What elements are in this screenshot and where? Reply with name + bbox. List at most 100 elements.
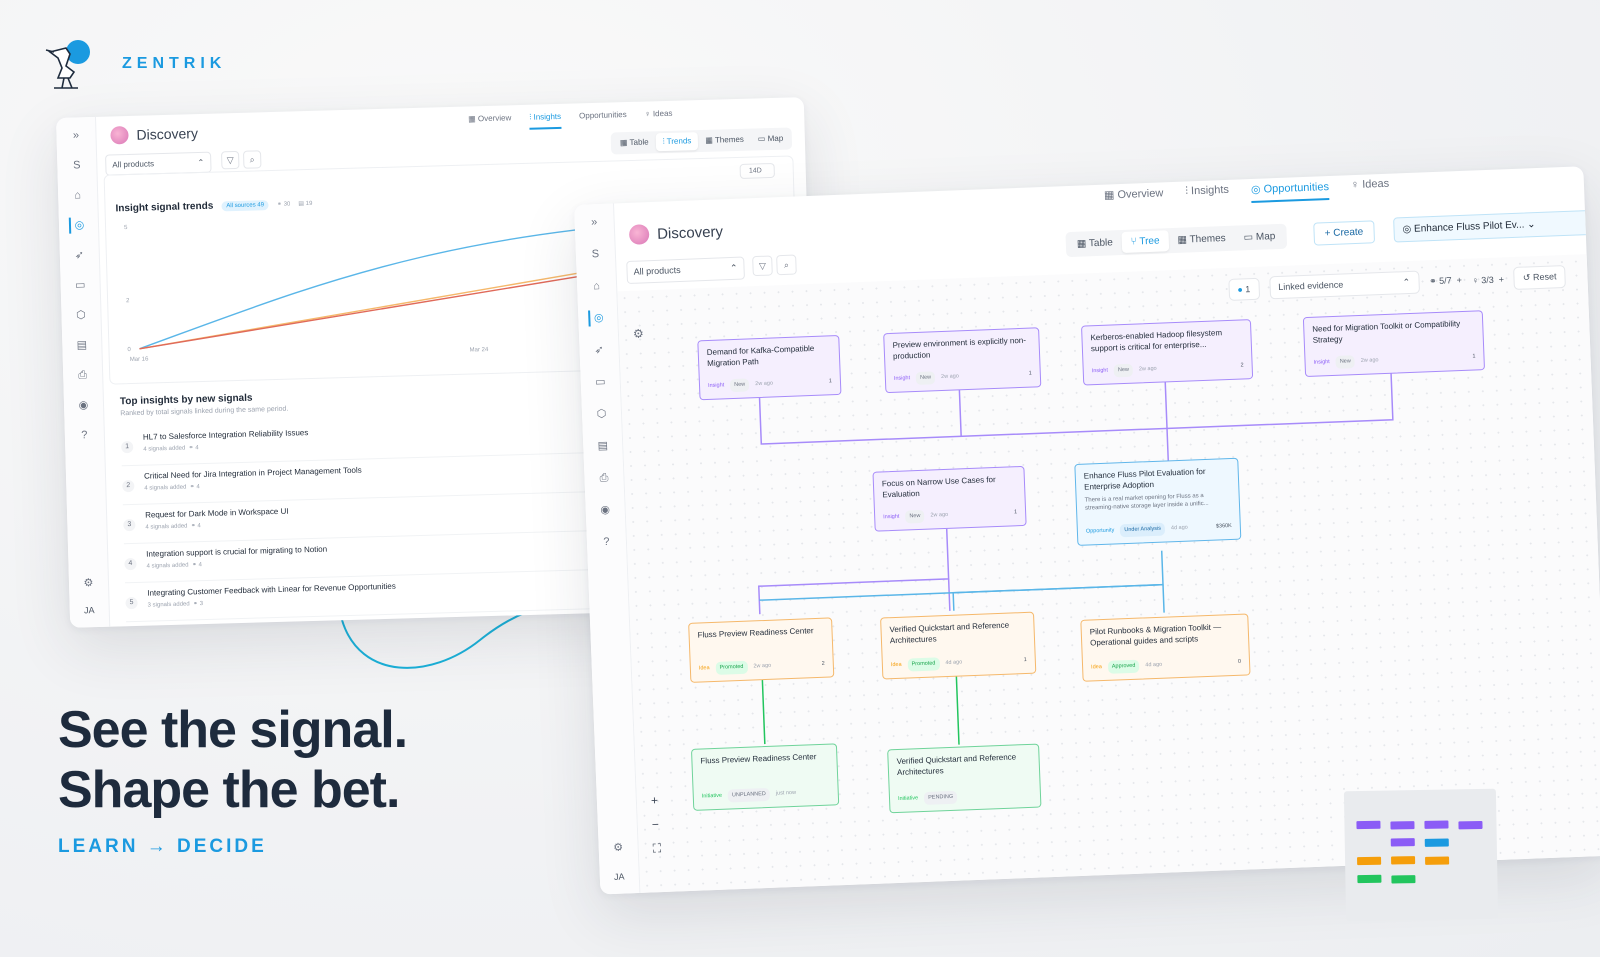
heron-logo-icon (44, 38, 96, 90)
settings-icon[interactable]: ⚙ (83, 577, 94, 590)
tree-canvas[interactable]: ● 1 Linked evidence⌃ ⚭ 5/7 + ♀ 3/3 + ↺ R… (617, 254, 1600, 893)
expand-rail-icon[interactable]: » (590, 216, 598, 229)
view-tree[interactable]: ⑂ Tree (1121, 230, 1169, 253)
map-icon[interactable]: ▭ (74, 279, 86, 292)
home-icon[interactable]: ⌂ (74, 189, 82, 202)
view-map[interactable]: ▭ Map (757, 133, 784, 144)
filter-icon: ▽ (226, 154, 234, 165)
tab-ideas[interactable]: ♀ Ideas (1350, 177, 1390, 192)
workspace-icon[interactable]: S (591, 248, 600, 261)
help-icon[interactable]: ? (603, 535, 610, 549)
idea-node[interactable]: Verified Quickstart and Reference Archit… (880, 611, 1037, 680)
chevron-icon: ⌃ (197, 157, 205, 168)
zoom-out-icon[interactable]: − (651, 817, 660, 832)
discovery-icon[interactable]: ◎ (68, 217, 89, 234)
home-icon[interactable]: ⌂ (593, 280, 601, 293)
view-table[interactable]: ▦ Table (1076, 237, 1114, 250)
y-tick-label: 2 (126, 298, 130, 304)
product-select[interactable]: All products⌃ (626, 256, 745, 285)
tagline: See the signal. Shape the bet. LEARN → D… (58, 700, 408, 858)
fit-view-icon[interactable]: ⛶ (652, 841, 662, 856)
search-icon: ⌕ (249, 153, 255, 165)
tab-opportunities[interactable]: ◎ Opportunities (1250, 180, 1330, 203)
view-map[interactable]: ▭ Map (1243, 231, 1276, 244)
view-switcher: ▦ Table ⫶ Trends ▦ Themes ▭ Map (610, 127, 793, 155)
page-title-text: Discovery (656, 222, 724, 243)
view-themes[interactable]: ▦ Themes (1177, 233, 1226, 246)
insight-node[interactable]: Preview environment is explicitly non-pr… (883, 327, 1042, 394)
insight-node[interactable]: Need for Migration Toolkit or Compatibil… (1302, 310, 1486, 378)
initiative-node[interactable]: Verified Quickstart and Reference Archit… (887, 743, 1042, 814)
view-themes[interactable]: ▦ Themes (705, 134, 744, 145)
insight-meta: 4 signals added ⚭ 4 (145, 523, 201, 531)
bet-select[interactable]: ◎ Enhance Fluss Pilot Ev... ⌄ (1393, 208, 1600, 243)
brand: ZENTRIK (44, 38, 226, 90)
nav-tabs: ▦ Overview ⫶ Insights ◎ Opportunities ♀ … (1104, 178, 1390, 209)
tab-insights[interactable]: ⫶ Insights (529, 111, 562, 130)
cube-icon[interactable]: ⬡ (76, 309, 86, 322)
insight-node[interactable]: Focus on Narrow Use Cases for Evaluation… (872, 465, 1027, 532)
insight-meta: 4 signals added ⚭ 4 (143, 445, 199, 453)
tagline-line-1: See the signal. (58, 701, 408, 759)
minimap[interactable] (1343, 788, 1499, 922)
help-icon[interactable]: ? (81, 429, 88, 442)
tab-insights[interactable]: ⫶ Insights (1184, 183, 1230, 198)
rank-badge: 3 (123, 518, 136, 532)
tab-overview[interactable]: ▦ Overview (1103, 187, 1164, 202)
search-button[interactable]: ⌕ (776, 254, 797, 276)
chevron-icon: ⌃ (729, 262, 738, 274)
rocket-icon[interactable]: ➶ (594, 343, 604, 357)
document-icon[interactable]: ▤ (597, 439, 609, 453)
map-icon[interactable]: ▭ (594, 375, 606, 389)
insight-node[interactable]: Demand for Kafka-Compatible Migration Pa… (697, 334, 842, 401)
filter-button[interactable]: ▽ (752, 255, 773, 277)
y-tick-label: 5 (124, 225, 128, 231)
target-icon[interactable]: ◉ (78, 399, 89, 412)
expand-rail-icon[interactable]: » (72, 129, 80, 142)
brand-name: ZENTRIK (122, 55, 227, 72)
discovery-badge-icon (110, 125, 129, 145)
search-icon: ⌕ (783, 259, 790, 270)
discovery-badge-icon (628, 224, 650, 245)
insight-meta: 3 signals added ⚭ 3 (147, 601, 204, 609)
cube-icon[interactable]: ⬡ (596, 407, 607, 421)
tab-ideas[interactable]: ♀ Ideas (644, 108, 673, 119)
view-trends[interactable]: ⫶ Trends (655, 132, 699, 152)
rank-badge: 2 (122, 479, 135, 493)
document-icon[interactable]: ▤ (76, 339, 88, 352)
workspace-icon[interactable]: S (72, 159, 81, 172)
avatar[interactable]: JA (83, 605, 95, 616)
page-title-text: Discovery (136, 125, 199, 143)
range-select[interactable]: 14D (739, 162, 775, 179)
x-tick-label: Mar 24 (470, 347, 489, 354)
page-title: Discovery (110, 124, 199, 145)
zoom-in-icon[interactable]: + (650, 793, 659, 808)
filter-button[interactable]: ▽ (220, 150, 240, 170)
sources-pill[interactable]: All sources 49 (221, 199, 270, 211)
insight-name: Request for Dark Mode in Workspace UI (144, 506, 289, 520)
search-button[interactable]: ⌕ (242, 150, 262, 169)
create-button[interactable]: + Create (1313, 220, 1375, 246)
nav-tabs: ▦ Overview ⫶ Insights Opportunities ♀ Id… (468, 109, 673, 132)
opportunity-node[interactable]: Enhance Fluss Pilot Evaluation for Enter… (1074, 457, 1242, 546)
target-icon[interactable]: ◉ (600, 503, 611, 517)
settings-icon[interactable]: ⚙ (613, 841, 624, 854)
discovery-icon[interactable]: ◎ (587, 309, 609, 327)
link-count: ⚭ 30 (276, 201, 291, 208)
opportunities-window: » S ⌂ ◎ ➶ ▭ ⬡ ▤ ⎙ ◉ ? ⚙ JA Discovery ▦ O… (574, 166, 1600, 895)
view-switcher: ▦ Table ⑂ Tree ▦ Themes ▭ Map (1065, 223, 1287, 258)
initiative-node[interactable]: Fluss Preview Readiness Center Initiativ… (690, 743, 840, 811)
insight-node[interactable]: Kerberos-enabled Hadoop filesystem suppo… (1081, 319, 1254, 386)
insight-meta: 4 signals added ⚭ 4 (146, 562, 203, 570)
printer-icon[interactable]: ⎙ (599, 471, 609, 485)
printer-icon[interactable]: ⎙ (78, 369, 88, 382)
tab-opportunities[interactable]: Opportunities (578, 110, 627, 121)
rank-badge: 5 (125, 596, 138, 610)
rank-badge: 1 (121, 440, 134, 454)
tab-overview[interactable]: ▦ Overview (468, 113, 512, 124)
rocket-icon[interactable]: ➶ (74, 249, 85, 262)
view-table[interactable]: ▦ Table (619, 137, 649, 148)
idea-node[interactable]: Pilot Runbooks & Migration Toolkit — Ope… (1080, 613, 1251, 682)
avatar[interactable]: JA (613, 871, 625, 882)
